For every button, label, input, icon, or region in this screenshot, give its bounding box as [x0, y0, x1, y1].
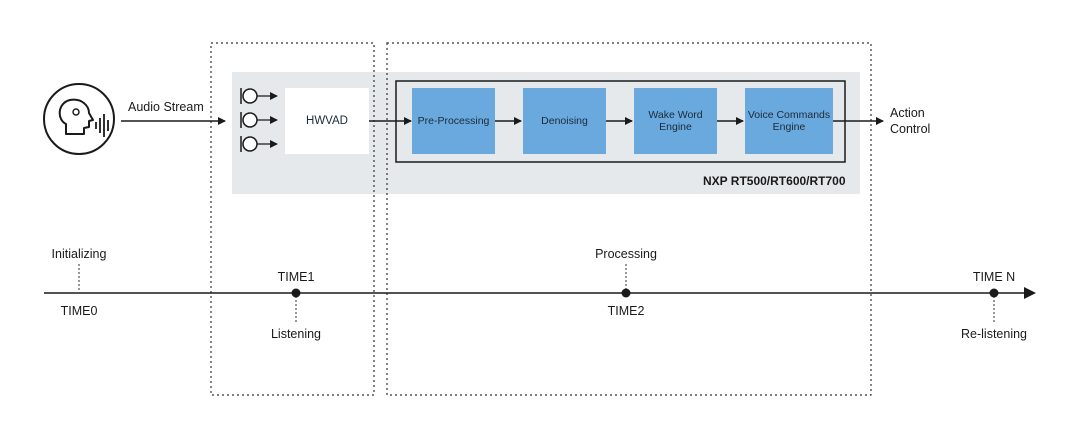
hwvad-block: HWVAD [285, 88, 369, 154]
microphone-icon [240, 112, 278, 128]
tick-time0: TIME0 [60, 304, 98, 318]
denoising-block: Denoising [523, 88, 606, 154]
wake-word-engine-block: Wake Word Engine [634, 88, 717, 154]
processing-frame [386, 42, 872, 396]
tick-time2: TIME2 [607, 304, 645, 318]
timeline-connectors [78, 264, 995, 322]
action-control-label: Action Control [890, 106, 931, 136]
speaking-head-icon [43, 83, 115, 155]
microphone-icon [240, 88, 278, 104]
tick-time-n: TIME N [972, 270, 1016, 284]
phase-initializing: Initializing [51, 247, 107, 261]
timeline-point [621, 288, 631, 298]
pre-processing-block: Pre-Processing [412, 88, 495, 154]
phase-processing: Processing [595, 247, 657, 261]
phase-re-listening: Re-listening [960, 327, 1028, 341]
microphone-icon [240, 136, 278, 152]
voice-commands-engine-block: Voice Commands Engine [745, 88, 833, 154]
listening-frame [210, 42, 375, 396]
audio-stream-label: Audio Stream [128, 100, 204, 114]
timeline-arrowhead [1024, 287, 1036, 299]
microphone-array [240, 88, 278, 152]
timeline-point [291, 288, 301, 298]
tick-time1: TIME1 [277, 270, 315, 284]
timeline-point [989, 288, 999, 298]
phase-listening: Listening [270, 327, 322, 341]
chip-label: NXP RT500/RT600/RT700 [703, 174, 846, 188]
